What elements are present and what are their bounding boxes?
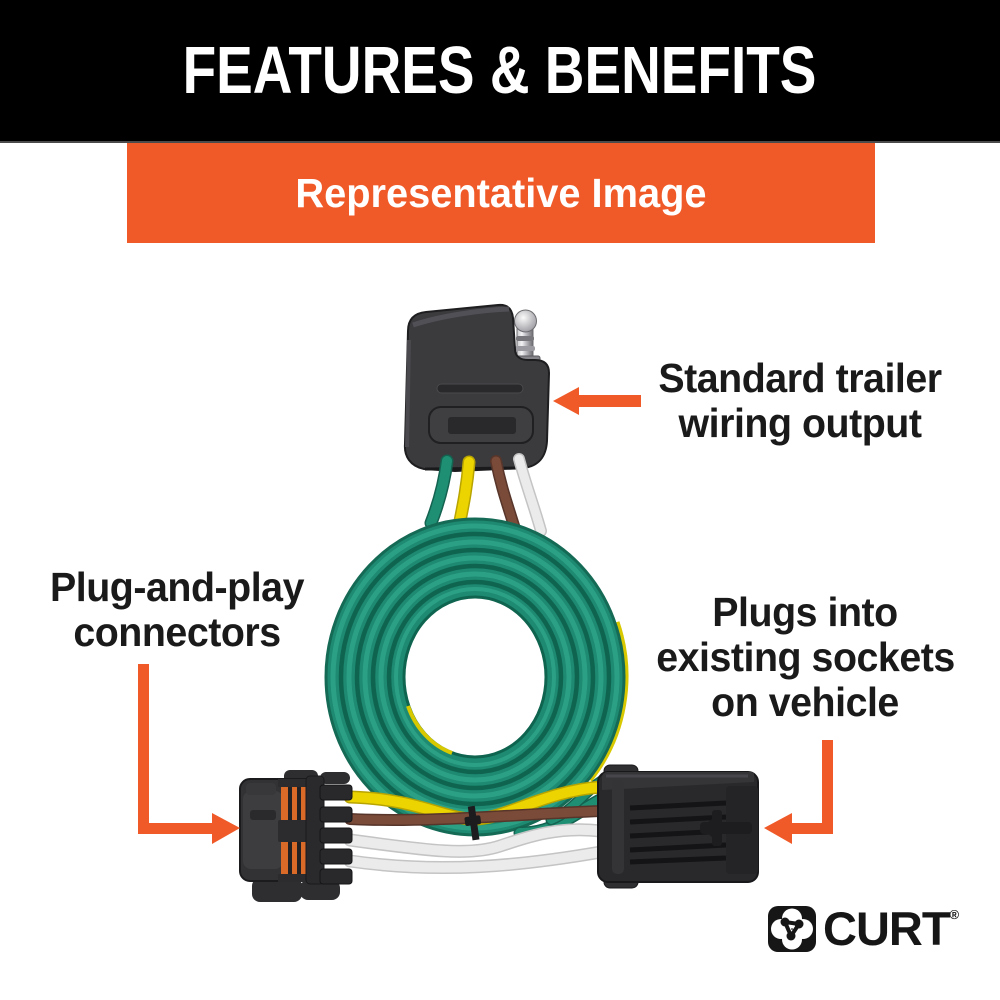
- representative-image-banner: Representative Image: [127, 143, 875, 243]
- pin-ring: [516, 336, 534, 341]
- header-bar: FEATURES & BENEFITS: [0, 0, 1000, 143]
- page-title: FEATURES & BENEFITS: [183, 33, 817, 108]
- callout-line: Standard trailer: [658, 355, 942, 401]
- body-highlight: [412, 306, 510, 328]
- callout-line: connectors: [73, 609, 281, 655]
- curt-wordmark: CURT: [823, 902, 951, 955]
- callout-standard-trailer-wiring-output: Standard trailer wiring output: [640, 356, 960, 446]
- curt-flower-icon: [768, 906, 816, 952]
- arrow-standard-output: [553, 387, 641, 415]
- body-edge: [405, 339, 411, 448]
- yellow-rim: [588, 621, 629, 782]
- callout-line: wiring output: [678, 400, 922, 446]
- callout-plugs-into-existing-sockets: Plugs into existing sockets on vehicle: [650, 590, 960, 725]
- vehicle-side-connector-left: [239, 770, 353, 902]
- arrow-plug-and-play: [138, 664, 240, 844]
- vehicle-side-connector-right: [597, 764, 759, 889]
- zip-tie: [464, 805, 482, 841]
- callout-plug-and-play-connectors: Plug-and-play connectors: [20, 565, 334, 655]
- arrow-plugs-into: [764, 740, 833, 844]
- connector-slot: [436, 383, 524, 394]
- representative-image-label: Representative Image: [295, 169, 707, 216]
- registered-trademark: ®: [949, 907, 960, 922]
- latch-recess: [448, 417, 516, 434]
- yellow-rim-inner: [406, 705, 453, 755]
- callout-line: on vehicle: [711, 679, 899, 725]
- callout-line: Plug-and-play: [49, 564, 304, 610]
- connector-pin-ball: [514, 309, 537, 333]
- curt-logo: CURT ®: [768, 902, 960, 955]
- callout-line: existing sockets: [656, 634, 955, 680]
- callout-line: Plugs into: [712, 589, 898, 635]
- trailer-output-connector: [403, 303, 551, 473]
- pin-ring: [515, 346, 535, 351]
- connector-latch: [700, 810, 752, 846]
